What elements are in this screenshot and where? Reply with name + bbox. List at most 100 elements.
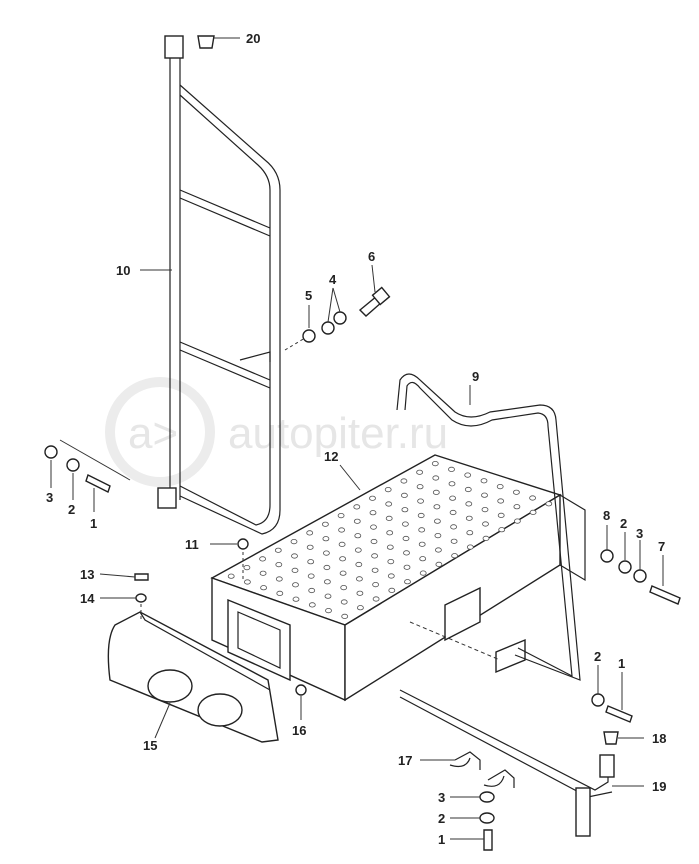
perforation-hole bbox=[275, 576, 283, 582]
perforation-hole bbox=[385, 515, 393, 522]
front-cover bbox=[107, 611, 279, 743]
perforation-hole bbox=[338, 541, 346, 548]
hardware bbox=[44, 35, 681, 851]
perforation-hole bbox=[401, 507, 409, 513]
perforation-hole bbox=[482, 521, 489, 527]
perforation-hole bbox=[260, 585, 268, 591]
perforation-hole bbox=[353, 504, 361, 510]
callout-15: 15 bbox=[143, 738, 157, 753]
perforation-hole bbox=[338, 527, 346, 533]
perforation-hole bbox=[431, 460, 439, 467]
callout-2-bottom: 2 bbox=[438, 811, 445, 826]
perforation-hole bbox=[306, 530, 314, 536]
perforation-hole bbox=[434, 532, 442, 539]
perforation-hole bbox=[259, 570, 267, 576]
perforation-hole bbox=[418, 541, 426, 547]
battery-tray bbox=[210, 454, 586, 702]
perforation-hole bbox=[465, 501, 473, 507]
callout-4: 4 bbox=[329, 272, 337, 287]
ladder-bottom-bracket bbox=[157, 487, 177, 509]
perforation-hole bbox=[464, 472, 472, 478]
support-bar-lower-plate bbox=[575, 787, 591, 837]
perforation-hole bbox=[308, 602, 316, 608]
perforation-hole bbox=[292, 582, 299, 588]
perforation-hole bbox=[243, 579, 251, 585]
perforation-hole bbox=[339, 556, 347, 562]
perforation-hole bbox=[466, 530, 474, 536]
perforation-hole bbox=[325, 607, 332, 614]
perforation-hole bbox=[417, 512, 425, 519]
perforation-hole bbox=[432, 489, 440, 495]
callout-16: 16 bbox=[292, 723, 306, 738]
perforation-hole bbox=[372, 596, 380, 602]
perforation-hole bbox=[369, 495, 376, 501]
perforation-hole bbox=[354, 533, 362, 539]
perforation-hole bbox=[387, 573, 395, 579]
perforation-hole bbox=[450, 538, 458, 544]
callout-labels: 20 10 6 5 4 9 12 3 2 1 8 2 3 7 11 13 14 … bbox=[46, 31, 666, 847]
perforation-hole bbox=[370, 538, 378, 545]
perforation-hole bbox=[464, 486, 472, 493]
callout-1-left: 1 bbox=[90, 516, 97, 531]
perforation-hole bbox=[322, 550, 330, 556]
perforation-hole bbox=[324, 593, 332, 599]
perforation-hole bbox=[401, 521, 409, 527]
perforation-hole bbox=[321, 521, 329, 527]
callout-2-right: 2 bbox=[620, 516, 627, 531]
perforation-hole bbox=[417, 498, 425, 504]
perforation-hole bbox=[275, 561, 283, 568]
watermark-glyph: a> bbox=[128, 409, 178, 458]
perforation-hole bbox=[480, 478, 488, 484]
callout-9: 9 bbox=[472, 369, 479, 384]
perforation-hole bbox=[369, 510, 377, 516]
perforation-hole bbox=[291, 567, 299, 574]
perforation-hole bbox=[385, 501, 393, 507]
perforation-hole bbox=[448, 481, 456, 487]
perforation-hole bbox=[339, 570, 347, 576]
handle-bar bbox=[396, 373, 581, 681]
perforation-hole bbox=[355, 561, 363, 568]
perforation-hole bbox=[400, 478, 408, 484]
perforation-hole bbox=[403, 550, 410, 556]
perforation-hole bbox=[416, 484, 424, 490]
perforation-hole bbox=[513, 504, 521, 510]
perforation-hole bbox=[498, 527, 506, 533]
perforation-hole bbox=[400, 492, 408, 498]
perforation-hole bbox=[435, 561, 443, 568]
perforation-hole bbox=[340, 599, 348, 605]
perforation-hole bbox=[466, 544, 474, 550]
perforation-hole bbox=[292, 596, 300, 602]
support-bar bbox=[399, 689, 615, 837]
perforation-hole bbox=[340, 584, 348, 591]
perforation-hole bbox=[291, 553, 298, 559]
perforation-hole bbox=[402, 535, 410, 542]
callout-20: 20 bbox=[246, 31, 260, 46]
support-bar-end-plate bbox=[599, 754, 615, 778]
callout-8: 8 bbox=[603, 508, 610, 523]
perforation-hole bbox=[497, 498, 505, 504]
callout-5: 5 bbox=[305, 288, 312, 303]
callout-7: 7 bbox=[658, 539, 665, 554]
perforation-hole bbox=[341, 613, 349, 620]
callout-2-middle: 2 bbox=[594, 649, 601, 664]
perforation-hole bbox=[403, 564, 411, 570]
perforation-hole bbox=[529, 509, 537, 516]
perforation-hole bbox=[355, 576, 363, 582]
perforation-hole bbox=[419, 556, 427, 562]
callout-10: 10 bbox=[116, 263, 130, 278]
watermark: a> autopiter.ru bbox=[105, 377, 448, 487]
perforation-hole bbox=[545, 501, 553, 507]
callout-6: 6 bbox=[368, 249, 375, 264]
perforation-hole bbox=[387, 558, 395, 565]
perforation-hole bbox=[306, 544, 314, 550]
perforation-hole bbox=[276, 590, 284, 597]
perforation-hole bbox=[259, 556, 267, 562]
perforation-hole bbox=[290, 538, 298, 545]
perforation-hole bbox=[450, 524, 458, 530]
perforation-hole bbox=[482, 535, 490, 542]
tray-perforations bbox=[227, 460, 553, 620]
perforation-hole bbox=[433, 504, 441, 510]
callout-3-right: 3 bbox=[636, 526, 643, 541]
perforation-hole bbox=[404, 579, 411, 585]
